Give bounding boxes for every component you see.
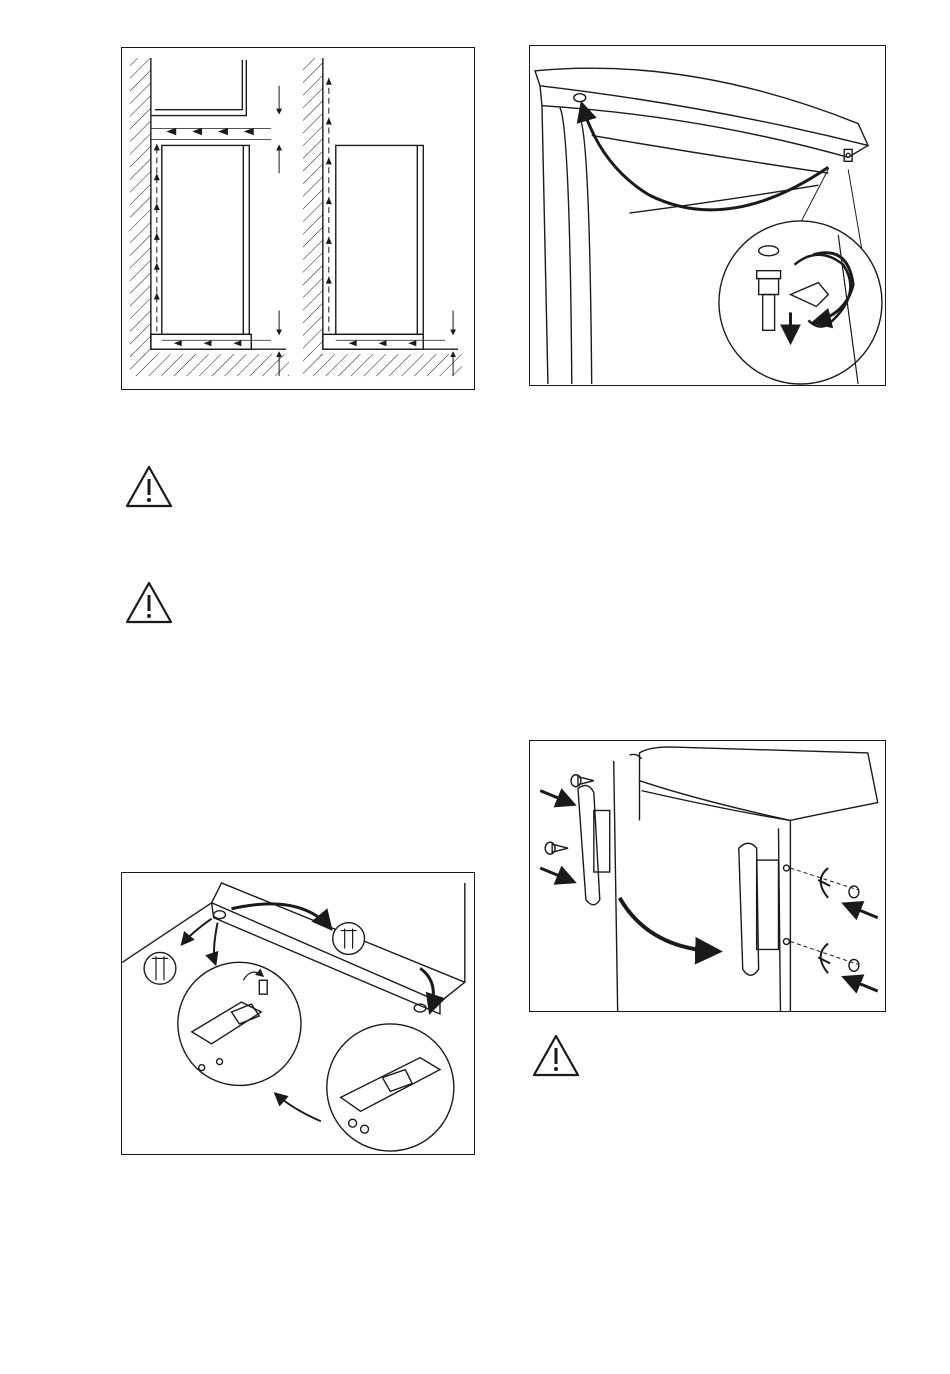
warning-triangle-icon <box>531 1033 581 1078</box>
figure-ventilation-clearance <box>121 47 475 390</box>
figure-door-top-hinge-pin <box>529 45 886 386</box>
figure-door-handle-swap <box>529 740 886 1012</box>
wall-left-hatch <box>130 58 151 356</box>
warning-triangle-icon <box>124 580 174 625</box>
bottom-hinge-diagram <box>122 873 474 1154</box>
top-hinge-diagram <box>530 46 885 385</box>
handle-swap-diagram <box>530 741 885 1011</box>
ventilation-diagram <box>122 48 474 389</box>
warning-triangle-icon <box>124 464 174 509</box>
figure-door-bottom-hinge <box>121 872 475 1155</box>
